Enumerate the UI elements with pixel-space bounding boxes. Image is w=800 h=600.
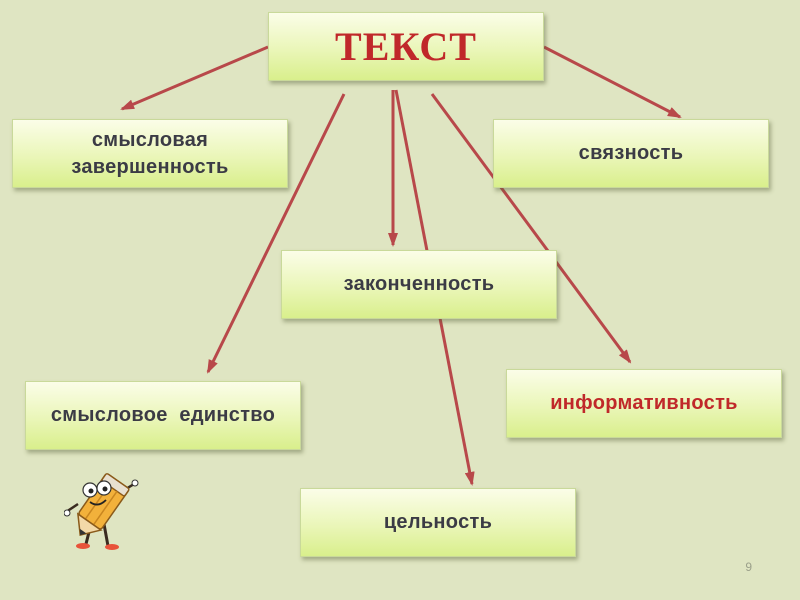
page-number: 9 [745,560,752,574]
node-informativeness-label: информативность [550,392,738,414]
pencil-mascot-icon [64,473,139,550]
arrow-to-meaning-completeness [120,45,269,111]
node-coherence-label: связность [578,142,684,164]
node-informativeness: информативность [506,369,782,438]
node-semantic-unity-label: смысловое единство [50,404,276,426]
arrow-to-informativeness [430,93,632,364]
node-semantic-unity: смысловое единство [25,381,301,450]
title-text: ТЕКСТ [335,23,477,69]
node-coherence: связность [493,119,769,188]
node-completeness: законченность [281,250,557,319]
title-box: ТЕКСТ [268,12,544,81]
arrow-to-semantic-unity [206,93,346,374]
node-meaning-completeness-label: смысловая завершенность [71,128,229,178]
node-integrity: цельность [300,488,576,557]
node-integrity-label: цельность [383,511,493,533]
node-meaning-completeness: смысловая завершенность [12,119,288,188]
node-completeness-label: законченность [343,273,495,295]
arrow-to-coherence [543,45,682,119]
